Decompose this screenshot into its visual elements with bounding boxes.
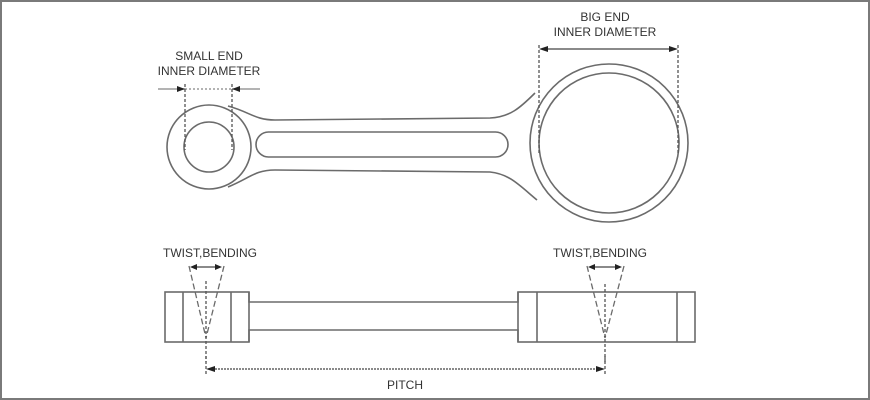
big-end-dimension — [538, 45, 679, 153]
small-end-label-line2: INNER DIAMETER — [158, 64, 261, 78]
rod-web-slot — [255, 131, 509, 158]
arrow-icon — [232, 86, 240, 92]
arrow-icon — [177, 86, 185, 92]
arrow-icon — [206, 366, 215, 372]
arrow-icon — [596, 366, 605, 372]
small-end-dimension — [158, 84, 260, 150]
arrow-icon — [539, 46, 548, 52]
pitch-dimension — [205, 356, 606, 375]
small-end-label-line1: SMALL END — [175, 49, 243, 63]
side-view: TWIST,BENDING TWIST,BENDING PITCH — [163, 246, 696, 392]
arrow-icon — [669, 46, 678, 52]
small-end-bore — [183, 121, 235, 173]
twist-bending-indicator-left — [188, 264, 225, 362]
arrow-icon — [215, 264, 222, 270]
rod-side-beam — [248, 292, 519, 342]
pitch-label: PITCH — [387, 378, 423, 392]
big-end-outer-circle — [529, 63, 689, 223]
big-end-label-line2: INNER DIAMETER — [554, 25, 657, 39]
small-end-side-block — [164, 291, 250, 343]
big-end-label-line1: BIG END — [580, 10, 630, 24]
rod-shank-lower-edge — [227, 169, 538, 201]
rod-shank-upper-edge — [227, 92, 536, 121]
big-end-side-block — [517, 291, 696, 343]
arrow-icon — [190, 264, 197, 270]
twist-bending-indicator-right — [586, 264, 625, 362]
twist-bending-label-right: TWIST,BENDING — [553, 246, 647, 260]
twist-bending-label-left: TWIST,BENDING — [163, 246, 257, 260]
top-view: SMALL END INNER DIAMETER BIG END INNER D… — [158, 10, 689, 223]
big-end-bore — [538, 72, 680, 214]
small-end-outer-circle — [166, 104, 252, 190]
arrow-icon — [615, 264, 622, 270]
arrow-icon — [588, 264, 595, 270]
